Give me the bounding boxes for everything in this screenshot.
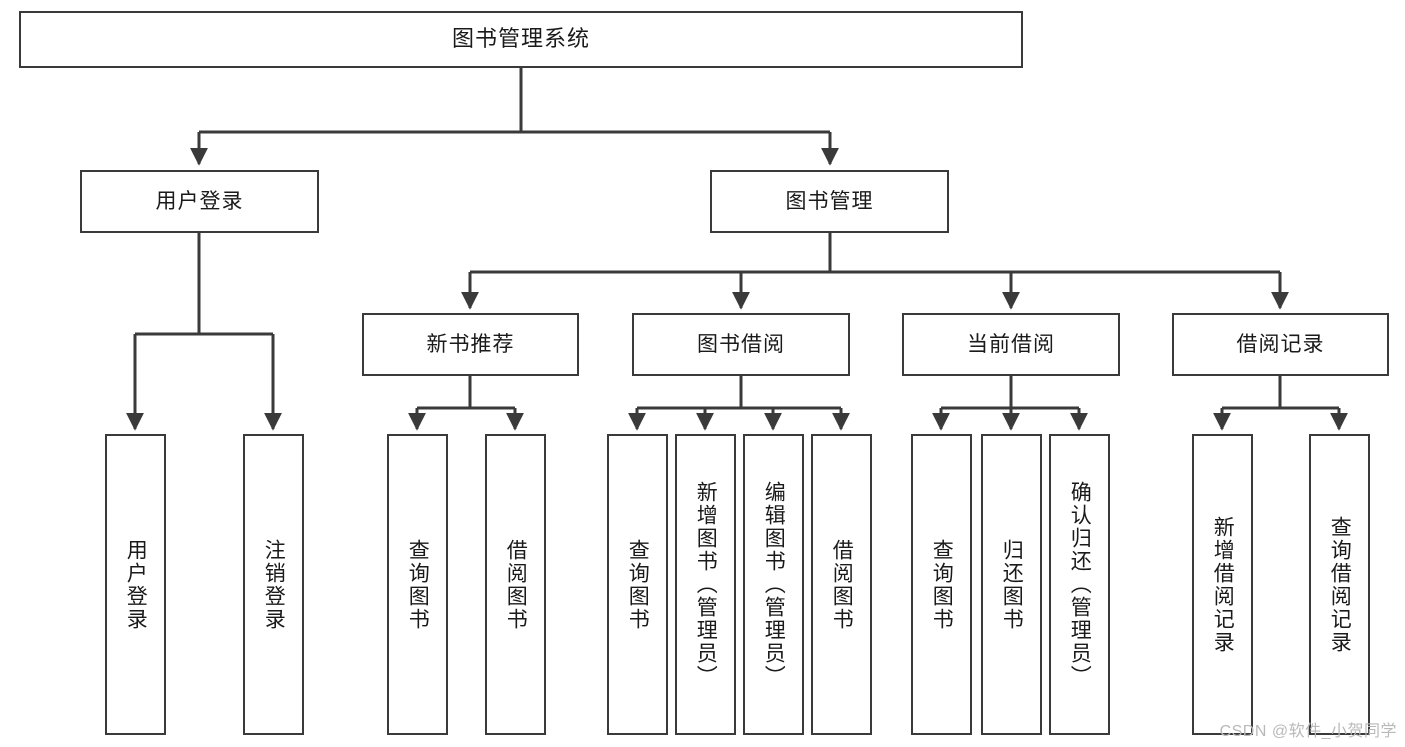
leaf-borrow-borrow-book[interactable]: 借阅图书 xyxy=(811,434,872,735)
node-label: 查询借阅记录 xyxy=(1328,515,1352,654)
node-label: 新增图书（管理员） xyxy=(694,481,718,688)
node-borrow-records[interactable]: 借阅记录 xyxy=(1172,313,1389,376)
leaf-borrow-query-book[interactable]: 查询图书 xyxy=(607,434,668,735)
node-label: 图书借阅 xyxy=(697,332,785,356)
node-label: 图书管理 xyxy=(785,189,874,213)
node-label: 用户登录 xyxy=(155,189,244,213)
node-root-system[interactable]: 图书管理系统 xyxy=(19,11,1023,68)
node-label: 用户登录 xyxy=(124,538,148,631)
node-label: 查询图书 xyxy=(406,538,430,631)
node-current-borrow[interactable]: 当前借阅 xyxy=(902,313,1120,376)
node-label: 当前借阅 xyxy=(967,332,1055,356)
node-label: 编辑图书（管理员） xyxy=(762,481,786,688)
node-label: 查询图书 xyxy=(626,538,650,631)
leaf-logout[interactable]: 注销登录 xyxy=(243,434,304,735)
leaf-current-query-book[interactable]: 查询图书 xyxy=(911,434,972,735)
watermark-text: CSDN @软件_小贺同学 xyxy=(1219,723,1397,740)
node-new-book-recommendation[interactable]: 新书推荐 xyxy=(362,313,579,376)
leaf-user-login[interactable]: 用户登录 xyxy=(105,434,166,735)
node-book-management[interactable]: 图书管理 xyxy=(710,170,949,233)
leaf-records-query-record[interactable]: 查询借阅记录 xyxy=(1309,434,1370,735)
node-label: 借阅记录 xyxy=(1236,332,1325,356)
node-user-login[interactable]: 用户登录 xyxy=(80,170,319,233)
node-label: 借阅图书 xyxy=(830,538,854,631)
node-label: 查询图书 xyxy=(930,538,954,631)
leaf-current-confirm-return-admin[interactable]: 确认归还（管理员） xyxy=(1049,434,1110,735)
leaf-current-return-book[interactable]: 归还图书 xyxy=(981,434,1042,735)
node-label: 注销登录 xyxy=(262,538,286,631)
leaf-borrow-add-book-admin[interactable]: 新增图书（管理员） xyxy=(675,434,736,735)
leaf-records-add-record[interactable]: 新增借阅记录 xyxy=(1192,434,1253,735)
node-label: 图书管理系统 xyxy=(451,26,590,52)
leaf-new-books-query-book[interactable]: 查询图书 xyxy=(387,434,448,735)
leaf-borrow-edit-book-admin[interactable]: 编辑图书（管理员） xyxy=(743,434,804,735)
node-book-borrow[interactable]: 图书借阅 xyxy=(632,313,850,376)
node-label: 新增借阅记录 xyxy=(1211,515,1235,654)
leaf-new-books-borrow-book[interactable]: 借阅图书 xyxy=(485,434,546,735)
node-label: 确认归还（管理员） xyxy=(1068,481,1092,688)
node-label: 借阅图书 xyxy=(504,538,528,631)
node-label: 新书推荐 xyxy=(426,332,515,356)
node-label: 归还图书 xyxy=(1000,538,1024,631)
